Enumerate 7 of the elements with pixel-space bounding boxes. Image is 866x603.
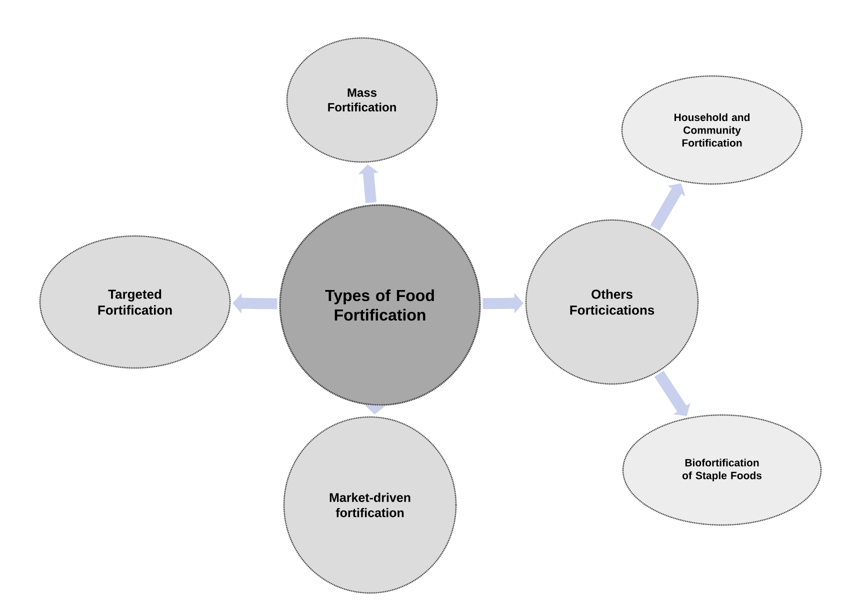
ellipse-node: Biofortification of Staple Foods [622,414,822,526]
circle-node: Types of Food Fortification [279,204,481,406]
ellipse-node: Market-driven fortification [283,416,457,594]
ellipse-node: Targeted Fortification [39,235,231,369]
ellipse-node: Household and Community Fortification [621,75,803,185]
ellipse-node: Others Forticications [525,219,699,385]
ellipse-node: Mass Fortification [286,37,438,163]
